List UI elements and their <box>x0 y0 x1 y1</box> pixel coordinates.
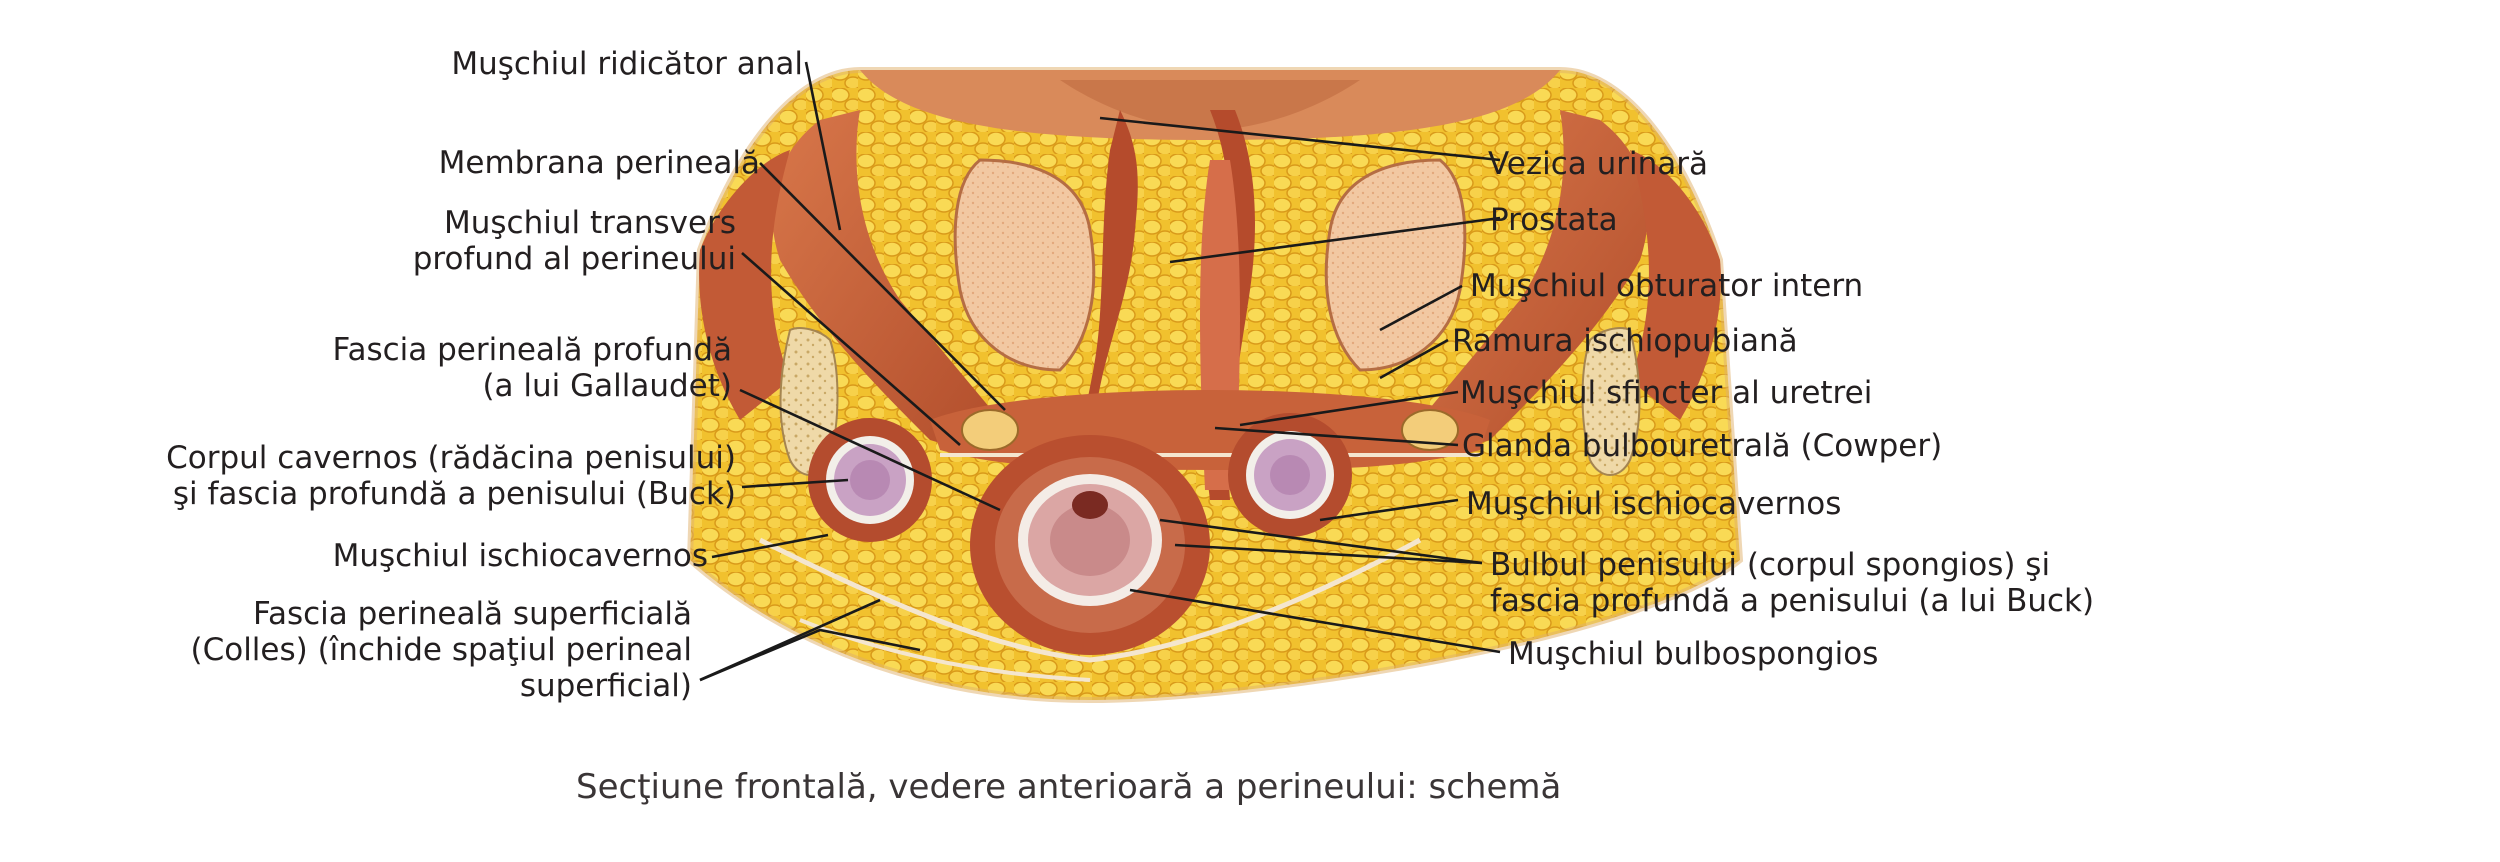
label-bulbourethral-gland: Glanda bulbouretrală (Cowper) <box>1462 428 1943 464</box>
leader-levator-ani <box>804 61 842 231</box>
label-ischiopubic-ramus: Ramura ischiopubiană <box>1452 323 1798 359</box>
leader-bulbospongiosus <box>1129 588 1501 654</box>
leader-ischiopubic-ramus <box>1379 338 1449 380</box>
leader-bulbourethral-gland <box>1214 426 1459 447</box>
leader-obturator-internus <box>1379 284 1463 332</box>
label-bulb-of-penis: Bulbul penisului (corpul spongios) şi fa… <box>1490 547 2095 619</box>
figure-caption: Secţiune frontală, vedere anterioară a p… <box>576 767 1562 807</box>
label-gallaudet-fascia: Fascia perineală profundă (a lui Gallaud… <box>332 332 732 404</box>
leader-gallaudet-fascia <box>739 388 1001 512</box>
label-colles-fascia: Fascia perineală superficială (Colles) (… <box>190 596 692 704</box>
leader-lines <box>699 61 1501 682</box>
leader-prostate <box>1169 216 1501 264</box>
label-obturator-internus: Muşchiul obturator intern <box>1470 268 1864 304</box>
leader-bulb-of-penis-b <box>1174 543 1483 565</box>
leader-perineal-membrane <box>759 162 1006 411</box>
label-bulbospongiosus: Muşchiul bulbospongios <box>1508 636 1879 672</box>
label-ischiocavernosus-left: Muşchiul ischiocavernos <box>332 538 708 574</box>
label-prostate: Prostata <box>1490 202 1618 238</box>
leader-colles-fascia-2 <box>699 598 881 682</box>
anatomy-drawing <box>686 67 1744 704</box>
label-ischiocavernosus-right: Muşchiul ischiocavernos <box>1466 486 1842 522</box>
leader-ischiocavernosus-left <box>711 533 829 559</box>
label-corpus-cavernosum: Corpul cavernos (rădăcina penisului) şi … <box>166 440 736 512</box>
label-perineal-membrane: Membrana perineală <box>438 145 760 181</box>
leader-bulb-of-penis-a <box>1159 518 1483 565</box>
leader-deep-transverse <box>741 252 961 446</box>
leader-ischiocavernosus-right <box>1319 498 1459 522</box>
leader-urethral-sphincter <box>1239 390 1459 427</box>
label-deep-transverse: Muşchiul transvers profund al perineului <box>412 205 736 277</box>
label-urethral-sphincter: Muşchiul sfincter al uretrei <box>1460 375 1873 411</box>
leader-bladder <box>1099 116 1501 162</box>
label-bladder: Vezica urinară <box>1488 146 1709 182</box>
label-levator-ani: Muşchiul ridicător anal <box>451 46 803 82</box>
leader-corpus-cavernosum <box>741 478 849 489</box>
